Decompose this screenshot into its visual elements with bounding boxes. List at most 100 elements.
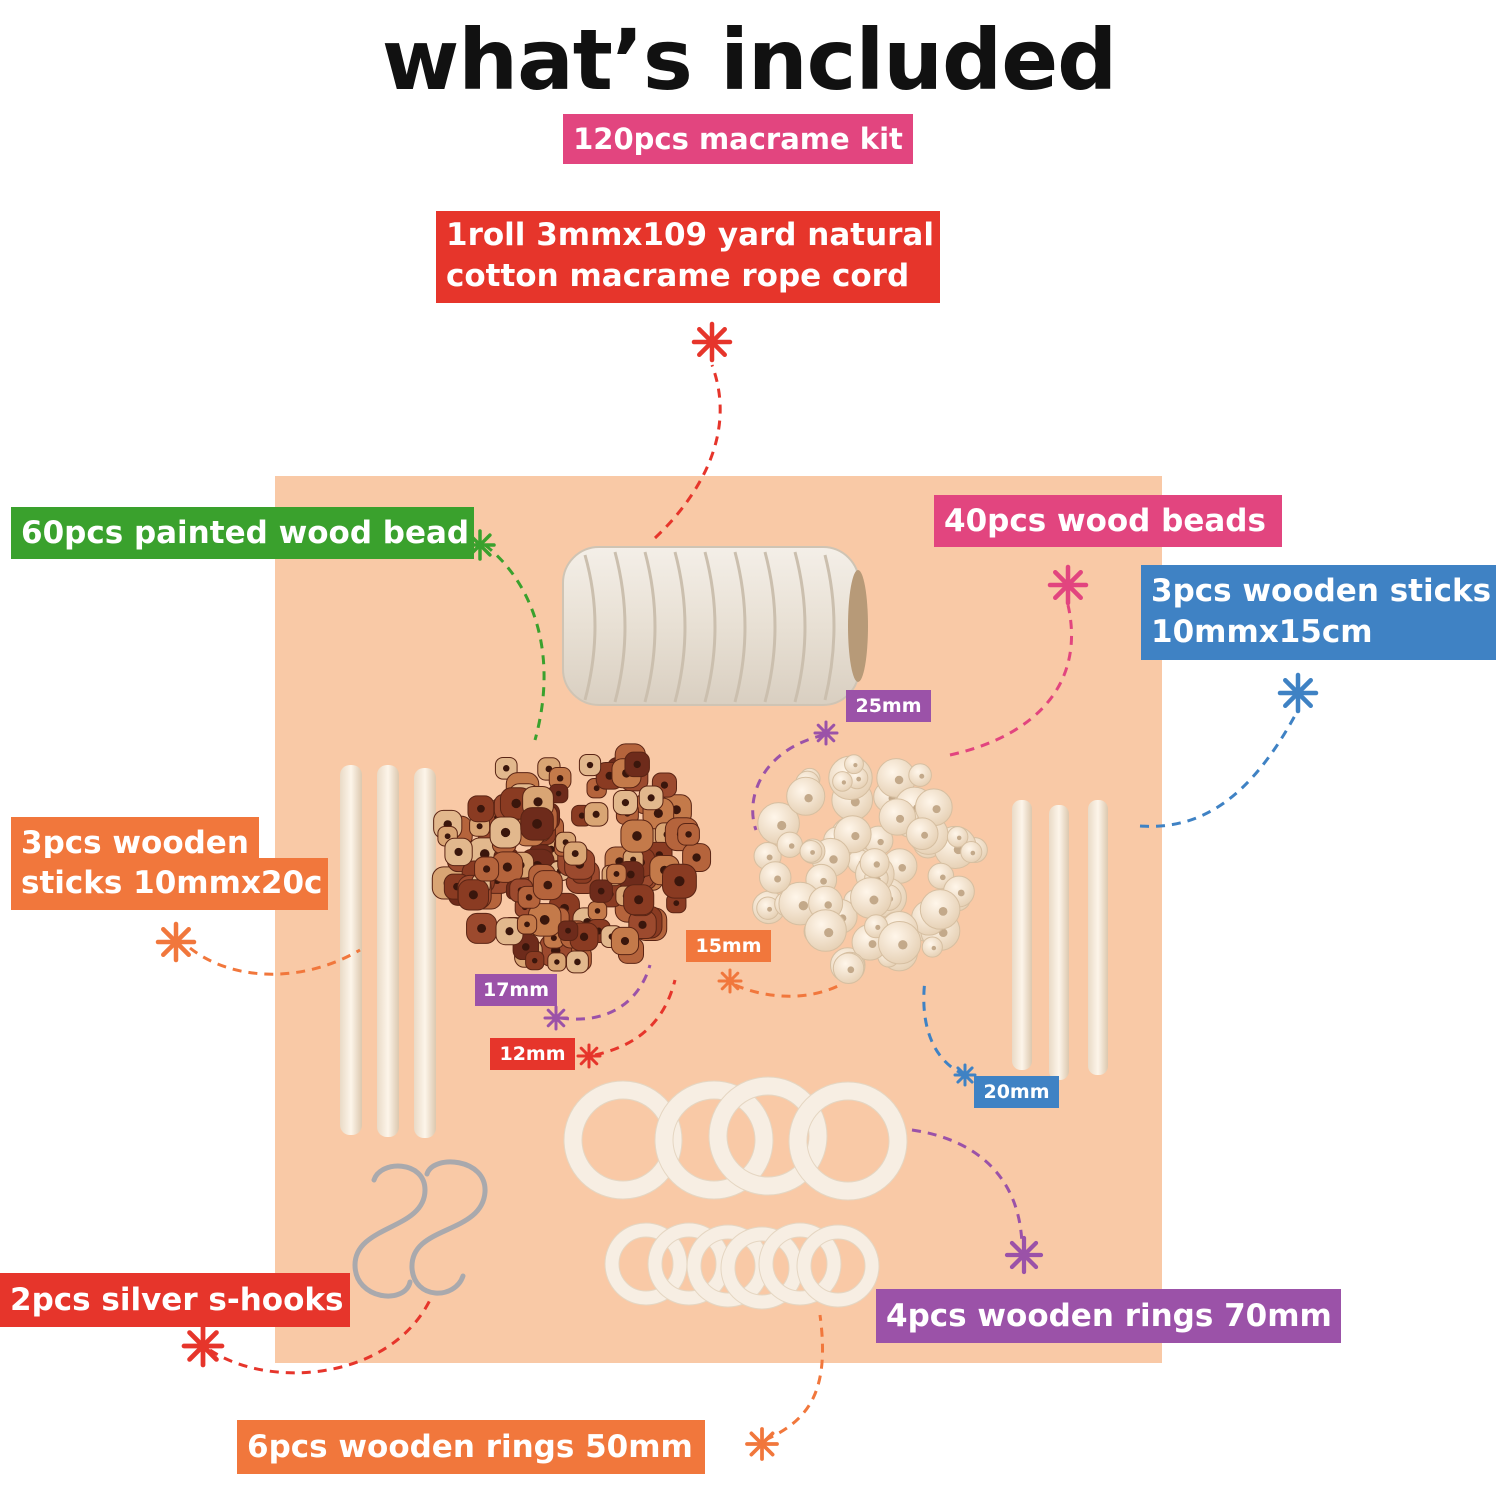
wood-beads-star-icon [1047, 564, 1089, 606]
size25-connector [751, 733, 825, 831]
bead-hole [634, 895, 644, 905]
bead-hole [824, 928, 834, 938]
bead-hole [482, 865, 491, 873]
bead-hole [554, 959, 560, 965]
bead-hole [873, 861, 880, 868]
bead-hole [632, 831, 642, 841]
bead-hole [685, 831, 692, 838]
rope-label-line2: cotton macrame rope cord [446, 258, 910, 294]
sticks-15cm-label-line1: 3pcs wooden sticks [1151, 573, 1492, 609]
rings50-star-icon [745, 1427, 779, 1461]
bead-hole [898, 940, 908, 950]
bead-hole [592, 810, 600, 818]
bead-hole [931, 945, 937, 951]
bead-hole [511, 798, 521, 809]
bead-hole [939, 874, 946, 881]
rings-50mm [604, 1222, 880, 1310]
bead-hole [477, 923, 487, 933]
size-20mm-badge: 20mm [974, 1076, 1059, 1108]
bead-hole [633, 760, 641, 769]
bead-hole [613, 871, 620, 877]
bead-hole [847, 966, 855, 974]
size17-connector [559, 964, 652, 1021]
bead-hole [869, 895, 879, 905]
rings70-connector [911, 1128, 1024, 1246]
size-12mm-badge: 12mm [490, 1038, 575, 1070]
bead-hole [938, 907, 948, 916]
size-25mm-badge: 25mm [846, 690, 931, 722]
bead-hole [970, 850, 976, 856]
bead-hole [692, 853, 701, 862]
bead-hole [853, 763, 858, 768]
rope-star-icon [691, 321, 733, 363]
bead-hole [647, 794, 655, 802]
bead-hole [660, 781, 669, 789]
bead-hole [875, 924, 881, 930]
bead-hole [454, 847, 463, 857]
page-title: what’s included [381, 11, 1118, 109]
sticks-15cm-label-line2: 10mmx15cm [1151, 614, 1373, 650]
bead-hole [579, 932, 589, 942]
bead-hole [539, 914, 550, 925]
bead-hole [829, 855, 838, 864]
sticks15-star-icon [1277, 672, 1319, 714]
bead-hole [767, 906, 773, 912]
bead-hole [851, 832, 860, 841]
size15-connector [734, 983, 841, 998]
rings-70mm [563, 1076, 908, 1201]
bead-hole [578, 812, 586, 819]
bead-hole [593, 785, 600, 792]
bead-hole [868, 940, 877, 948]
bead-hole [571, 850, 579, 857]
bead-hole [502, 862, 512, 872]
bead-hole [620, 936, 630, 946]
bead-hole [896, 814, 905, 823]
painted-connector [484, 543, 546, 741]
sticks-15cm [1012, 800, 1108, 1080]
wood-beads-label: 40pcs wood beads [934, 495, 1282, 547]
bead-hole [824, 901, 832, 909]
hooks-star-icon [181, 1324, 225, 1368]
wood-beads-connector [949, 604, 1074, 757]
bead-hole [524, 921, 530, 928]
bead-hole [774, 875, 782, 883]
size-17mm-badge: 17mm [475, 974, 557, 1006]
sticks20-star-icon [155, 921, 197, 963]
bead-hole [556, 775, 564, 782]
bead-hole [798, 901, 809, 911]
bead-hole [766, 854, 773, 861]
bead-hole [932, 805, 941, 814]
rope-label-line1: 1roll 3mmx109 yard natural [446, 217, 934, 253]
bead-hole [505, 927, 514, 936]
bead-hole [957, 889, 965, 897]
bead-hole [673, 900, 680, 907]
bead-hole [533, 797, 543, 807]
painted-beads-label: 60pcs painted wood bead [11, 507, 474, 559]
bead-hole [810, 850, 815, 855]
bead-hole [804, 793, 813, 803]
bead-hole [956, 835, 962, 841]
bead-hole [521, 943, 530, 951]
bead-hole [788, 843, 795, 849]
bead-hole [919, 773, 925, 779]
bead-hole [921, 831, 929, 839]
sticks15-connector [1139, 709, 1300, 828]
bead-hole [856, 776, 862, 782]
size17-star-icon [543, 1005, 569, 1031]
rings-70mm-label: 4pcs wooden rings 70mm [876, 1289, 1341, 1343]
size-15mm-badge: 15mm [686, 930, 771, 962]
s-hooks [352, 1159, 488, 1299]
bead-hole [550, 934, 557, 942]
size25-star-icon [813, 720, 839, 746]
size12-star-icon [576, 1043, 602, 1069]
size12-connector [594, 979, 677, 1057]
bead-hole [531, 957, 538, 964]
rope-label: 1roll 3mmx109 yard natural cotton macram… [436, 211, 940, 303]
rope-connector [653, 364, 722, 540]
rings-50mm-label: 6pcs wooden rings 50mm [237, 1420, 705, 1474]
bead-hole [476, 823, 483, 830]
sticks-20cm-label-line2: sticks 10mmx20c [11, 858, 328, 910]
bead-hole [820, 877, 827, 885]
bead-hole [500, 827, 511, 838]
